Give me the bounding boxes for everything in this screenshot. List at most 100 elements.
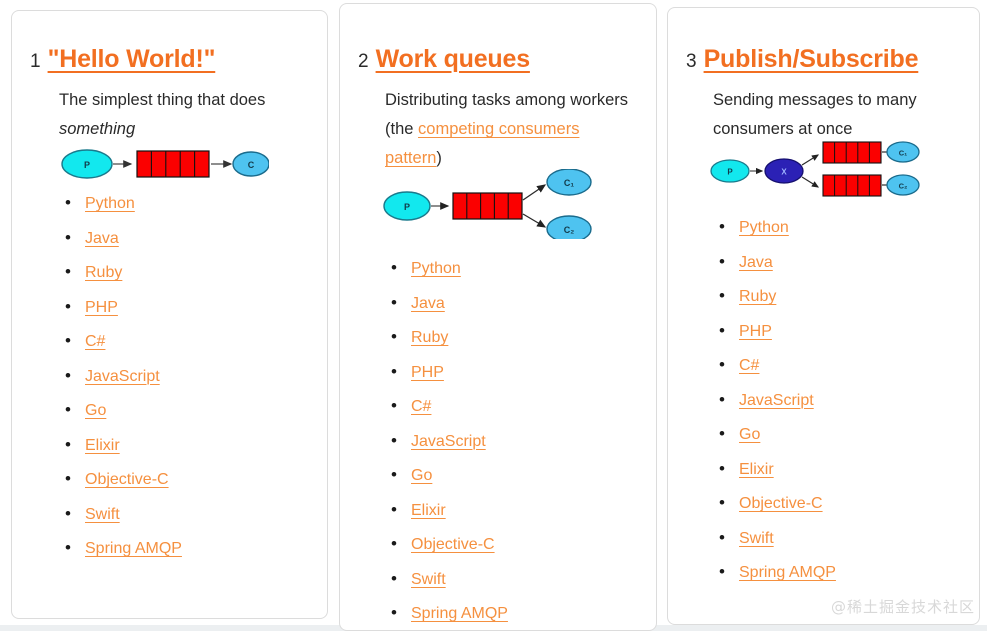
card-title-link[interactable]: "Hello World!" (47, 45, 216, 73)
list-item[interactable]: Elixir (59, 428, 309, 464)
language-link-objective-c[interactable]: Objective-C (85, 471, 169, 488)
edge-queue-consumer-2 (522, 213, 547, 228)
list-item[interactable]: Python (385, 251, 637, 287)
list-item[interactable]: Java (385, 286, 637, 322)
language-link-spring-amqp[interactable]: Spring AMQP (739, 564, 836, 581)
language-link-csharp[interactable]: C# (739, 357, 760, 374)
edge-exchange-queue-1 (801, 154, 820, 166)
description-emphasis: something (59, 120, 136, 138)
language-link-ruby[interactable]: Ruby (85, 264, 123, 281)
node-producer (383, 191, 431, 221)
language-link-ruby[interactable]: Ruby (739, 288, 777, 305)
list-item[interactable]: Go (713, 417, 958, 453)
list-item[interactable]: Elixir (385, 493, 637, 529)
description-lead: Sending messages to many consumers at on… (713, 91, 917, 138)
list-item[interactable]: Spring AMQP (385, 596, 637, 630)
list-item[interactable]: Ruby (59, 255, 309, 291)
card-title-link[interactable]: Publish/Subscribe (703, 45, 919, 73)
tutorial-card-publish-subscribe[interactable]: 3 Publish/Subscribe Sending messages to … (667, 7, 980, 625)
list-item[interactable]: Go (385, 458, 637, 494)
list-item[interactable]: Elixir (713, 452, 958, 488)
language-link-java[interactable]: Java (85, 229, 119, 247)
language-link-objective-c[interactable]: Objective-C (739, 495, 823, 512)
language-link-swift[interactable]: Swift (739, 529, 774, 547)
list-item[interactable]: Java (59, 221, 309, 257)
diagram-producer-queue-consumer: P (59, 142, 269, 186)
list-item[interactable]: Objective-C (59, 462, 309, 498)
list-item[interactable]: C# (59, 324, 309, 360)
list-item[interactable]: JavaScript (713, 383, 958, 419)
watermark: @稀土掘金技术社区 (830, 598, 975, 616)
list-item[interactable]: Swift (713, 521, 958, 557)
language-link-java[interactable]: Java (411, 294, 445, 312)
card-title-link[interactable]: Work queues (375, 45, 531, 73)
language-link-ruby[interactable]: Ruby (411, 329, 449, 346)
language-link-python[interactable]: Python (739, 219, 789, 236)
card-heading: 2 Work queues (358, 45, 530, 74)
language-link-php[interactable]: PHP (85, 298, 118, 316)
list-item[interactable]: Swift (385, 562, 637, 598)
language-link-python[interactable]: Python (411, 260, 461, 277)
language-list: Python Java Ruby PHP C# JavaScript Go El… (385, 251, 637, 630)
list-item[interactable]: PHP (59, 290, 309, 326)
list-item[interactable]: JavaScript (385, 424, 637, 460)
language-link-spring-amqp[interactable]: Spring AMQP (85, 540, 182, 557)
card-description: Distributing tasks among workers (the co… (385, 86, 637, 173)
node-consumer-2 (886, 174, 920, 196)
competing-consumers-pattern-link[interactable]: competing consumers pattern (385, 120, 580, 167)
list-item[interactable]: Swift (59, 497, 309, 533)
node-queue-2 (822, 174, 882, 197)
card-number: 2 (358, 51, 369, 72)
language-link-spring-amqp[interactable]: Spring AMQP (411, 605, 508, 622)
list-item[interactable]: C# (385, 389, 637, 425)
language-link-java[interactable]: Java (739, 253, 773, 271)
node-producer (61, 149, 113, 179)
language-link-javascript[interactable]: JavaScript (739, 391, 814, 409)
language-link-swift[interactable]: Swift (411, 570, 446, 588)
list-item[interactable]: PHP (713, 314, 958, 350)
list-item[interactable]: PHP (385, 355, 637, 391)
language-link-php[interactable]: PHP (411, 363, 444, 381)
language-link-elixir[interactable]: Elixir (411, 501, 446, 519)
list-item[interactable]: Python (713, 210, 958, 246)
node-producer-label: P (84, 160, 90, 170)
list-item[interactable]: Ruby (385, 320, 637, 356)
node-consumer-1 (886, 141, 920, 163)
node-consumer-2 (546, 215, 592, 239)
list-item[interactable]: Spring AMQP (59, 531, 309, 567)
list-item[interactable]: C# (713, 348, 958, 384)
card-heading: 3 Publish/Subscribe (686, 45, 918, 74)
node-consumer-2-label: C₂ (899, 182, 908, 191)
tutorial-card-hello-world[interactable]: 1 "Hello World!" The simplest thing that… (11, 10, 328, 619)
edge-exchange-queue-2 (801, 176, 820, 188)
language-link-javascript[interactable]: JavaScript (411, 432, 486, 450)
language-link-javascript[interactable]: JavaScript (85, 367, 160, 385)
node-consumer (232, 151, 269, 177)
node-producer-label: P (727, 168, 733, 177)
list-item[interactable]: Ruby (713, 279, 958, 315)
list-item[interactable]: Java (713, 245, 958, 281)
language-link-csharp[interactable]: C# (85, 333, 106, 350)
list-item[interactable]: Objective-C (385, 527, 637, 563)
language-link-elixir[interactable]: Elixir (85, 436, 120, 454)
language-link-objective-c[interactable]: Objective-C (411, 536, 495, 553)
language-link-python[interactable]: Python (85, 195, 135, 212)
list-item[interactable]: Python (59, 186, 309, 222)
list-item[interactable]: Spring AMQP (713, 555, 958, 591)
list-item[interactable]: JavaScript (59, 359, 309, 395)
diagram-work-queue: P C₁ (382, 169, 597, 239)
language-link-csharp[interactable]: C# (411, 398, 432, 415)
language-link-swift[interactable]: Swift (85, 505, 120, 523)
language-link-go[interactable]: Go (85, 402, 107, 419)
list-item[interactable]: Go (59, 393, 309, 429)
language-link-elixir[interactable]: Elixir (739, 460, 774, 478)
node-consumer-label: C (248, 160, 255, 170)
card-number: 3 (686, 51, 697, 72)
list-item[interactable]: Objective-C (713, 486, 958, 522)
language-link-php[interactable]: PHP (739, 322, 772, 340)
language-link-go[interactable]: Go (411, 467, 433, 484)
tutorial-card-work-queues[interactable]: 2 Work queues Distributing tasks among w… (339, 3, 657, 631)
language-link-go[interactable]: Go (739, 426, 761, 443)
